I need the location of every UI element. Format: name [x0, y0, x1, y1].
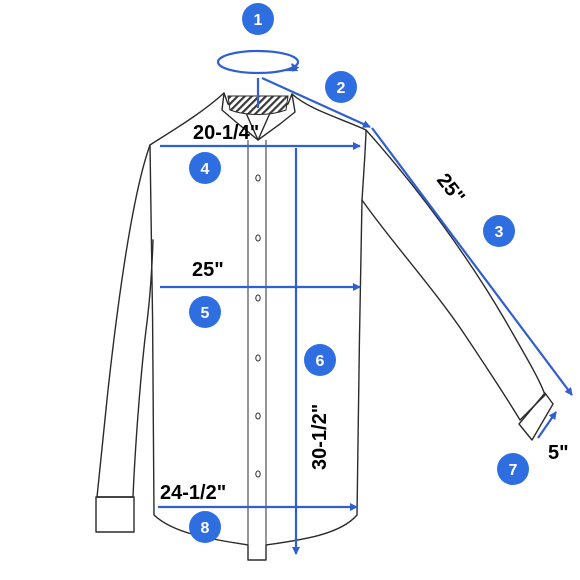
chest-measurement-label: 20-1/4" [193, 122, 259, 144]
svg-text:4: 4 [201, 161, 210, 178]
sleeve-line [371, 127, 573, 396]
badge-5: 5 [189, 296, 221, 328]
waist-measurement-label: 25" [192, 259, 224, 281]
collar-right [257, 93, 296, 141]
cuff-measurement-label: 5" [548, 442, 569, 464]
right-cuff [518, 392, 554, 441]
svg-text:7: 7 [509, 462, 518, 479]
svg-text:2: 2 [337, 80, 346, 97]
shirt-outline [95, 92, 554, 561]
measurement-labels: 20-1/4" 25" 25" 30-1/2" 5" 24-1/2" [160, 122, 569, 504]
neck-circumference-line [216, 49, 300, 75]
badge-8: 8 [189, 511, 221, 543]
badge-4: 4 [189, 152, 221, 184]
badge-2: 2 [325, 71, 357, 103]
badge-6: 6 [304, 344, 336, 376]
badge-7: 7 [497, 453, 529, 485]
badge-1: 1 [242, 3, 274, 35]
sleeve-measurement-label: 25" [432, 170, 469, 209]
shoulder-line [261, 76, 371, 129]
svg-text:8: 8 [201, 520, 210, 537]
svg-text:6: 6 [316, 353, 325, 370]
cuff-line [537, 411, 557, 439]
left-sleeve [96, 144, 154, 498]
hem-measurement-label: 24-1/2" [160, 482, 226, 504]
left-cuff [95, 496, 135, 533]
badge-3: 3 [483, 215, 515, 247]
body-length-measurement-label: 30-1/2" [309, 404, 331, 470]
number-badges: 1 2 3 4 5 6 7 8 [189, 3, 529, 543]
svg-text:3: 3 [495, 224, 504, 241]
buttons [255, 174, 261, 478]
svg-text:1: 1 [254, 12, 263, 29]
right-sleeve [361, 129, 546, 421]
shirt-body [149, 92, 367, 561]
svg-text:5: 5 [201, 305, 210, 322]
measurement-lines [158, 49, 573, 555]
